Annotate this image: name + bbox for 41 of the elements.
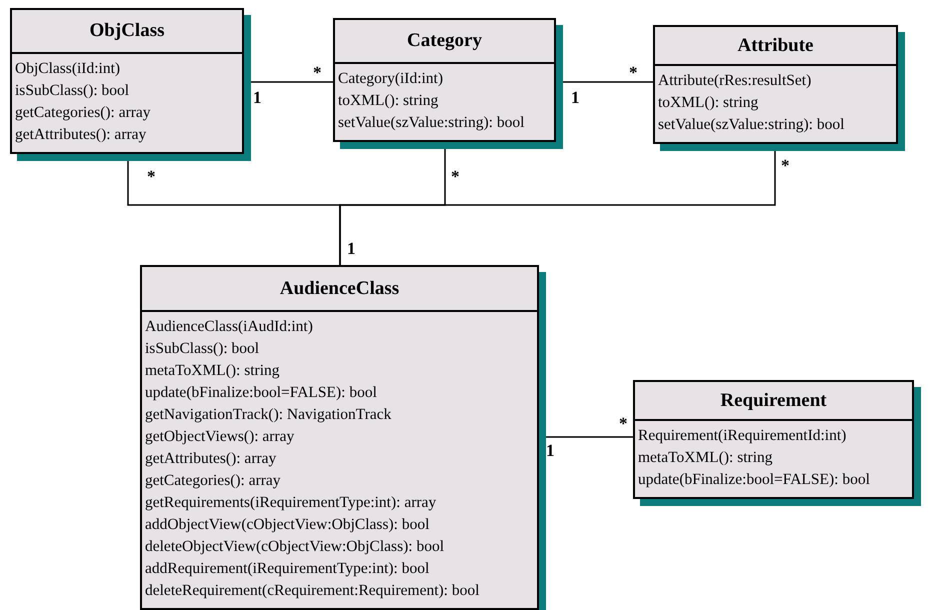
method-signature: setValue(szValue:string): bool: [658, 115, 844, 135]
method-signature: addObjectView(cObjectView:ObjClass): bool: [145, 515, 430, 535]
method-signature: Attribute(rRes:resultSet): [658, 71, 812, 91]
method-signature: AudienceClass(iAudId:int): [145, 317, 313, 337]
method-signature: metaToXML(): string: [145, 361, 280, 381]
multiplicity-label: 1: [571, 89, 580, 106]
class-name: Requirement: [635, 382, 912, 421]
method-signature: getRequirements(iRequirementType:int): array: [145, 493, 436, 513]
method-signature: deleteRequirement(cRequirement:Requirement): bool: [145, 581, 480, 601]
multiplicity-label: 1: [253, 89, 262, 106]
method-signature: toXML(): string: [658, 93, 758, 113]
method-signature: getNavigationTrack(): NavigationTrack: [145, 405, 392, 425]
multiplicity-label: *: [619, 415, 628, 432]
method-signature: update(bFinalize:bool=FALSE): bool: [638, 470, 870, 490]
method-signature: update(bFinalize:bool=FALSE): bool: [145, 383, 377, 403]
multiplicity-label: *: [147, 168, 156, 185]
method-signature: getAttributes(): array: [15, 125, 146, 145]
method-signature: getCategories(): array: [15, 103, 151, 123]
method-signature: ObjClass(iId:int): [15, 59, 120, 79]
class-name: Attribute: [655, 27, 896, 66]
method-signature: toXML(): string: [338, 91, 438, 111]
method-signature: getAttributes(): array: [145, 449, 276, 469]
method-signature: setValue(szValue:string): bool: [338, 113, 524, 133]
method-signature: getCategories(): array: [145, 471, 281, 491]
method-signature: getObjectViews(): array: [145, 427, 294, 447]
class-name: Category: [335, 20, 554, 64]
multiplicity-label: *: [781, 157, 790, 174]
method-signature: metaToXML(): string: [638, 448, 773, 468]
method-signature: Requirement(iRequirementId:int): [638, 426, 846, 446]
method-signature: addRequirement(iRequirementType:int): bool: [145, 559, 430, 579]
method-signature: isSubClass(): bool: [145, 339, 260, 359]
multiplicity-label: 1: [546, 442, 554, 459]
multiplicity-label: 1: [347, 240, 356, 257]
class-name: AudienceClass: [142, 267, 537, 312]
multiplicity-label: *: [313, 64, 322, 81]
method-signature: isSubClass(): bool: [15, 81, 130, 101]
class-name: ObjClass: [12, 10, 242, 54]
method-signature: deleteObjectView(cObjectView:ObjClass): bool: [145, 537, 444, 557]
multiplicity-label: *: [629, 64, 638, 81]
multiplicity-label: *: [451, 168, 460, 185]
method-signature: Category(iId:int): [338, 69, 444, 89]
